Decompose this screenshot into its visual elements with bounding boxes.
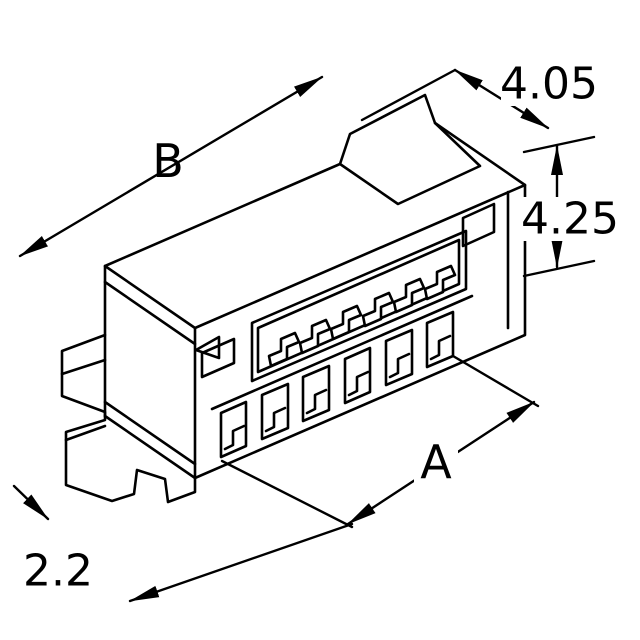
body-outline <box>60 93 527 504</box>
contact-pin <box>329 304 363 341</box>
left-index-hole <box>200 337 236 379</box>
slot-contact-hook <box>264 406 287 433</box>
dim-22-arrow-right <box>128 522 354 603</box>
dim-a-extension-left <box>220 459 354 529</box>
contact-pin <box>423 264 457 301</box>
dim-405-extension-line <box>360 68 457 122</box>
dimension-labels: B 4.05 4.25 A 2.2 <box>23 59 619 597</box>
top-step-boss <box>338 121 482 206</box>
bottom-left-edge <box>103 414 197 480</box>
contact-pin <box>298 318 332 355</box>
left-foot-step-line <box>64 424 107 442</box>
left-flange-line-top <box>103 280 197 346</box>
dim-b-line <box>18 75 324 258</box>
dim-22-label: 2.2 <box>23 546 93 597</box>
slot-contact-hook <box>347 370 370 397</box>
dim-a-label: A <box>420 435 452 489</box>
left-flange-line-bottom <box>103 400 197 466</box>
slot-contact-hook <box>429 334 452 361</box>
contact-pin <box>361 291 395 328</box>
cavity-opening-inner <box>256 238 461 374</box>
slot-contact-hook <box>305 388 328 415</box>
slot-contact-hook <box>388 352 411 379</box>
dim-425-tick-top <box>522 135 596 154</box>
dim-a-extension-right <box>451 354 540 408</box>
contact-pin <box>392 277 426 314</box>
dim-405-label: 4.05 <box>500 59 598 110</box>
label-mask <box>519 197 621 241</box>
label-masks <box>414 62 621 484</box>
cavity-opening-outer <box>250 229 468 383</box>
contact-pin <box>267 331 301 368</box>
front-face-step-line <box>210 294 474 411</box>
label-mask <box>501 62 598 106</box>
front-top-edge <box>193 183 527 330</box>
dim-b-label: B <box>152 134 184 188</box>
slot-contact-hook <box>223 424 246 451</box>
dim-425-label: 4.25 <box>521 194 619 245</box>
left-tab-step-line <box>60 358 107 376</box>
connector-body <box>60 93 527 504</box>
label-mask <box>414 438 458 484</box>
dim-425-tick-bottom <box>522 259 596 278</box>
dim-22-arrow-left <box>12 484 50 521</box>
right-index-hole <box>461 202 496 248</box>
top-left-end-edge <box>103 264 197 330</box>
polarity-triangle <box>194 335 221 360</box>
